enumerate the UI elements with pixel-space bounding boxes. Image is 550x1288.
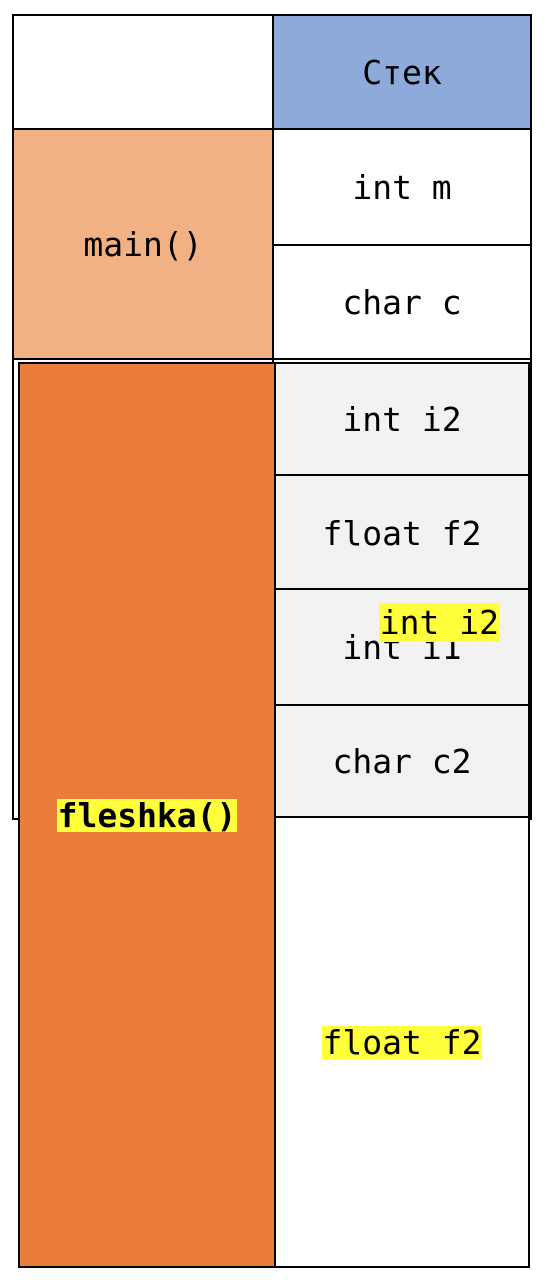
stack-header: Стек (272, 14, 532, 130)
old-frame-row: int i2 (274, 362, 530, 476)
fleshka-frame-label-cell: fleshka() (18, 362, 276, 1268)
old-frame-row-label: char c2 (332, 741, 472, 781)
fleshka-frame-label: fleshka() (56, 795, 238, 835)
main-frame-row-label: char c (342, 282, 462, 322)
fleshka-frame-row: float f2 (274, 816, 530, 1268)
old-frame-row: float f2 (274, 474, 530, 590)
fleshka-frame-row-label: float f2 (321, 1022, 483, 1062)
fleshka-frame-row-label: int i2 (378, 603, 500, 642)
corner-empty-cell (12, 14, 274, 130)
old-frame-row: char c2 (274, 704, 530, 818)
stack-header-label: Стек (362, 52, 442, 92)
main-frame-row: char c (272, 244, 532, 360)
fleshka-frame-row: int i2 (339, 573, 500, 642)
main-frame-label-cell: main() (12, 128, 274, 360)
old-frame-row-label: int i2 (342, 399, 462, 439)
main-frame-row: int m (272, 128, 532, 246)
main-frame-label: main() (83, 224, 203, 264)
old-frame-row-label: float f2 (322, 514, 482, 553)
main-frame-row-label: int m (352, 167, 452, 207)
